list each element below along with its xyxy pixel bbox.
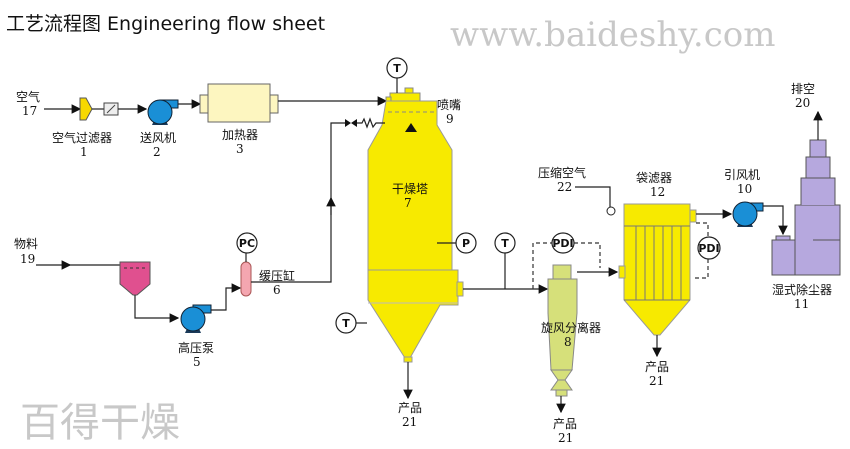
page-title: 工艺流程图 Engineering flow sheet	[6, 13, 325, 35]
differential-pressure-indicator-cyclone	[551, 232, 575, 254]
scrubber-label: 湿式除尘器	[772, 282, 832, 297]
air-label: 空气	[16, 89, 40, 104]
wet-scrubber	[771, 139, 841, 276]
cyclone-num: 8	[564, 335, 572, 349]
air-num: 17	[22, 104, 37, 118]
dryer-tower	[367, 87, 464, 363]
temperature-indicator-cone	[335, 312, 357, 334]
product-dryer-label: 产品	[398, 401, 422, 415]
heater-num: 3	[236, 142, 244, 156]
bag-filter	[618, 203, 697, 336]
temperature-indicator-outlet	[494, 232, 516, 254]
product-dryer-num: 21	[402, 415, 417, 429]
buffer-tank-label: 缓压缸	[259, 268, 295, 283]
hp-pump-num: 5	[193, 355, 201, 369]
buffer-tank-num: 6	[273, 283, 281, 297]
pc-label: PC	[239, 237, 255, 250]
t-label: T	[393, 62, 401, 75]
differential-pressure-indicator-bag	[697, 236, 721, 260]
compressed-air-inlet	[606, 206, 616, 216]
product-cyclone-label: 产品	[553, 417, 577, 431]
air-filter-label: 空气过滤器	[52, 130, 112, 145]
nozzle-label: 喷嘴	[437, 98, 461, 112]
valve-icon	[345, 119, 357, 127]
feed-hopper	[119, 261, 151, 296]
bag-filter-num: 12	[650, 185, 665, 199]
air-filter	[79, 97, 93, 121]
id-fan-num: 10	[737, 182, 752, 196]
hp-pump	[180, 304, 212, 333]
scrubber-num: 11	[794, 297, 809, 311]
blower	[147, 99, 179, 125]
dryer-label: 干燥塔	[392, 182, 428, 196]
product-bag-label: 产品	[645, 360, 669, 374]
id-fan	[732, 201, 764, 227]
p-label: P	[462, 237, 470, 250]
pdi-label: PDI	[552, 237, 573, 250]
pressure-controller	[236, 232, 258, 254]
watermark-url: www.baideshy.com	[450, 15, 775, 55]
cyclone	[547, 264, 578, 397]
watermark-brand: 百得干燥	[20, 400, 180, 446]
buffer-tank	[240, 261, 252, 297]
t-label: T	[342, 317, 350, 330]
heater-label: 加热器	[222, 128, 258, 142]
watermark: 百得干燥 www.baideshy.com	[20, 15, 775, 446]
t-label: T	[501, 237, 509, 250]
blower-num: 2	[153, 145, 161, 159]
compressed-air-num: 22	[557, 180, 572, 194]
bag-filter-label: 袋滤器	[636, 171, 672, 185]
exhaust-num: 20	[795, 96, 810, 110]
compressed-air-label: 压缩空气	[538, 165, 586, 180]
hp-pump-label: 高压泵	[178, 340, 214, 355]
pdi-label: PDI	[698, 242, 719, 255]
dryer-num: 7	[404, 196, 412, 210]
cyclone-label: 旋风分离器	[541, 320, 601, 335]
exhaust-label: 排空	[791, 82, 815, 96]
nozzle-num: 9	[446, 112, 454, 126]
pressure-indicator	[455, 232, 477, 254]
id-fan-label: 引风机	[724, 168, 760, 182]
product-cyclone-num: 21	[558, 431, 573, 445]
feed-label: 物料	[14, 237, 38, 251]
heater	[199, 83, 279, 123]
air-filter-num: 1	[80, 145, 88, 159]
temperature-indicator-top	[386, 57, 408, 79]
blower-label: 送风机	[140, 130, 176, 145]
feed-num: 19	[20, 252, 35, 266]
product-bag-num: 21	[649, 374, 664, 388]
